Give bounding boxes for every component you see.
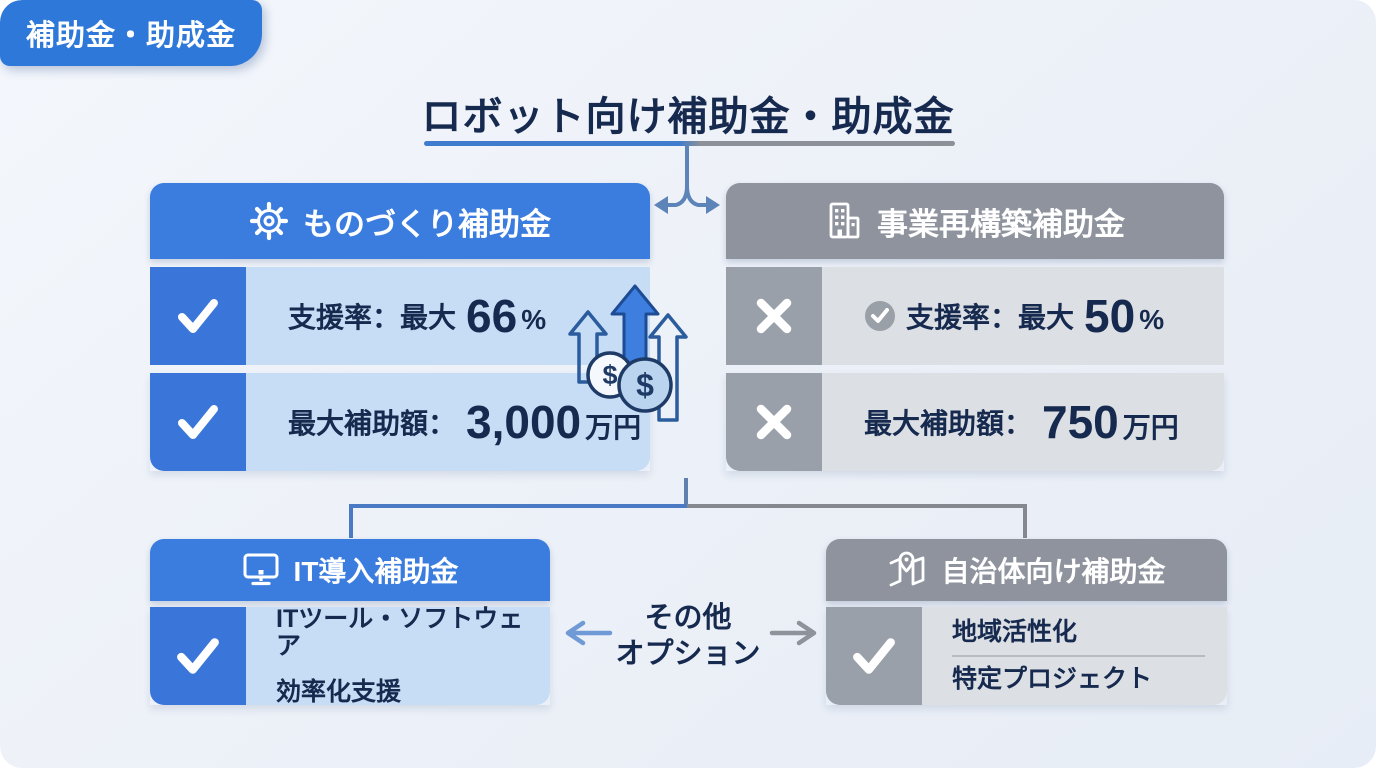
dollar-symbol: $ [602,360,617,390]
row-label: 最大補助額： [288,408,457,439]
other-options-label: その他 オプション [600,600,776,673]
card-monozukuri-header: ものづくり補助金 [150,183,650,259]
page-title: ロボット向け補助金・助成金 [421,95,955,139]
check-icon [177,638,219,674]
table-row: 支援率：最大 66 % [150,267,650,365]
right-arrow-icon [769,620,817,646]
other-options-line1: その他 [644,602,732,634]
table-row: ITツール・ソフトウェア 効率化支援 [150,604,550,706]
row-suffix: % [521,304,547,335]
check-cell [826,607,922,705]
connector-drop-left [349,504,353,538]
row-content: ITツール・ソフトウェア 効率化支援 [246,604,550,706]
row-value: 50 [1084,290,1136,342]
corner-badge-label: 補助金・助成金 [25,20,236,52]
divider [952,655,1205,657]
row-suffix: 万円 [585,412,642,443]
gear-icon [249,201,289,241]
feature-line: 効率化支援 [276,677,402,706]
card-jichitai: 自治体向け補助金 地域活性化 特定プロジェクト [826,539,1227,705]
table-row: 支援率：最大 50 % [726,267,1224,365]
split-arrow-connector-icon [654,146,720,214]
cross-cell [726,373,822,471]
card-it-donyu: IT導入補助金 ITツール・ソフトウェア 効率化支援 [150,539,550,705]
connector-vertical-center [684,478,688,506]
other-options-line2: オプション [615,638,761,671]
corner-badge: 補助金・助成金 [0,0,262,66]
check-icon [853,638,895,674]
card-jichitai-title: 自治体向け補助金 [941,556,1166,587]
row-suffix: % [1139,304,1165,335]
cross-icon [756,298,792,334]
row-value: 3,000 [466,396,582,448]
money-growth-arrows-icon: $ $ [568,284,688,422]
row-value: 750 [1042,396,1119,448]
monitor-icon [243,553,279,586]
card-jichitai-header: 自治体向け補助金 [826,539,1227,601]
table-row: 最大補助額： 750 万円 [726,373,1224,471]
connector-drop-right [1023,504,1027,538]
row-label: 支援率：最大 [906,302,1075,333]
check-icon [178,299,218,333]
row-label: 支援率：最大 [288,302,457,333]
row-content: 地域活性化 特定プロジェクト [922,607,1227,705]
row-label: 最大補助額： [864,408,1033,439]
card-it-title: IT導入補助金 [293,556,459,587]
map-pin-icon [890,551,925,587]
card-monozukuri-title: ものづくり補助金 [303,206,551,242]
row-suffix: 万円 [1122,412,1179,443]
card-monozukuri: ものづくり補助金 支援率：最大 66 % 最大補助額： 3,000 [150,183,650,471]
table-row: 地域活性化 特定プロジェクト [826,607,1227,705]
feature-line: 特定プロジェクト [952,665,1153,693]
building-icon [829,202,860,239]
cross-cell [726,267,822,365]
row-content: 最大補助額： 750 万円 [822,373,1224,471]
feature-line: ITツール・ソフトウェア [276,604,524,661]
dollar-symbol: $ [636,367,654,403]
cross-icon [756,404,792,440]
table-row: 最大補助額： 3,000 万円 [150,373,650,471]
connector-horizontal-left [349,504,687,508]
card-jigyou-title: 事業再構築補助金 [877,206,1125,242]
connector-horizontal-right [687,504,1026,508]
row-content: 最大補助額： 3,000 万円 [246,373,650,471]
check-cell [150,607,246,705]
check-icon [178,405,218,439]
row-content: 支援率：最大 50 % [822,267,1224,365]
row-value: 66 [466,290,518,342]
card-it-header: IT導入補助金 [150,539,550,601]
card-jigyou: 事業再構築補助金 支援率：最大 50 % [726,183,1224,471]
feature-line: 地域活性化 [952,617,1078,646]
title-underline [424,141,955,146]
card-jigyou-header: 事業再構築補助金 [726,183,1224,259]
left-arrow-icon [565,620,613,646]
check-cell [150,373,246,471]
check-cell [150,267,246,365]
circle-check-icon [865,301,895,331]
